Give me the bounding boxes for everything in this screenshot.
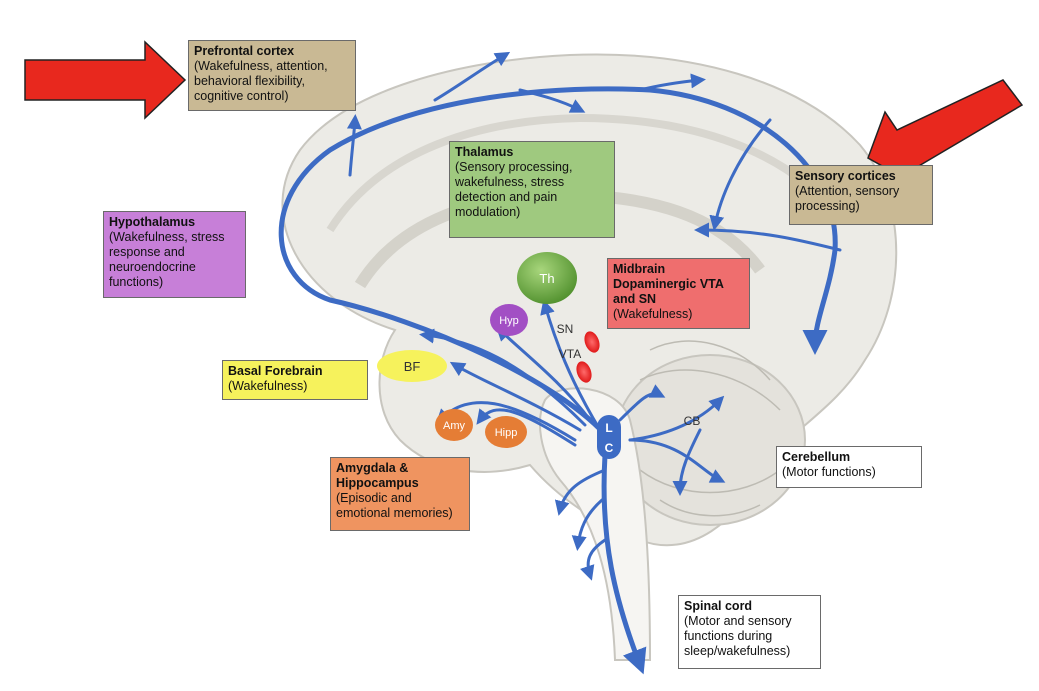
left-red-arrow [24, 40, 187, 120]
spinal-cord-title: Spinal cord [684, 599, 753, 613]
amygdala-hippocampus-title: Amygdala & Hippocampus [336, 461, 419, 490]
basal-forebrain-title: Basal Forebrain [228, 364, 323, 378]
lc-label-l: L [605, 421, 612, 435]
prefrontal-cortex-box: Prefrontal cortex (Wakefulness, attentio… [188, 40, 356, 111]
sensory-cortices-box: Sensory cortices (Attention, sensory pro… [789, 165, 933, 225]
vta-label: VTA [559, 347, 581, 361]
cerebellum-box: Cerebellum (Motor functions) [776, 446, 922, 488]
sensory-cortices-desc: (Attention, sensory processing) [795, 184, 900, 213]
midbrain-box: Midbrain Dopaminergic VTA and SN (Wakefu… [607, 258, 750, 329]
bf-node-label: BF [404, 359, 421, 374]
thalamus-node [517, 252, 577, 304]
midbrain-title: Midbrain Dopaminergic VTA and SN [613, 262, 724, 306]
cerebellum-desc: (Motor functions) [782, 465, 876, 479]
hypothalamus-title: Hypothalamus [109, 215, 196, 229]
amy-node-label: Amy [443, 420, 466, 432]
sensory-cortices-title: Sensory cortices [795, 169, 896, 183]
hyp-node [490, 304, 528, 336]
cerebellum-title: Cerebellum [782, 450, 851, 464]
spinal-cord-desc: (Motor and sensory functions during slee… [684, 614, 792, 658]
amygdala-hippocampus-box: Amygdala & Hippocampus (Episodic and emo… [330, 457, 470, 531]
amygdala-hippocampus-desc: (Episodic and emotional memories) [336, 491, 453, 520]
sn-label: SN [557, 322, 574, 336]
vta-dot [576, 361, 592, 383]
hipp-node [485, 416, 527, 448]
cerebellum-folia [639, 340, 781, 517]
thalamus-box: Thalamus (Sensory processing, wakefulnes… [449, 141, 615, 238]
amy-node [435, 409, 473, 441]
hypothalamus-box: Hypothalamus (Wakefulness, stress respon… [103, 211, 246, 298]
basal-forebrain-desc: (Wakefulness) [228, 379, 308, 393]
midbrain-desc: (Wakefulness) [613, 307, 693, 321]
basal-forebrain-box: Basal Forebrain (Wakefulness) [222, 360, 368, 400]
bf-node [377, 350, 447, 382]
hyp-node-label: Hyp [499, 315, 519, 327]
cortex-fold [326, 113, 844, 233]
thalamus-title: Thalamus [455, 145, 514, 159]
brainstem-shape [539, 387, 652, 661]
prefrontal-cortex-desc: (Wakefulness, attention, behavioral flex… [194, 59, 328, 103]
prefrontal-cortex-title: Prefrontal cortex [194, 44, 295, 58]
projection-arrows [278, 51, 842, 675]
lc-node [597, 415, 621, 459]
thalamus-node-label: Th [539, 271, 554, 286]
cb-label: CB [684, 414, 701, 428]
lc-label-c: C [605, 441, 614, 455]
hipp-node-label: Hipp [495, 427, 518, 439]
sn-dot [584, 331, 600, 353]
spinal-cord-box: Spinal cord (Motor and sensory functions… [678, 595, 821, 669]
hypothalamus-desc: (Wakefulness, stress response and neuroe… [109, 230, 225, 289]
thalamus-desc: (Sensory processing, wakefulness, stress… [455, 160, 573, 219]
